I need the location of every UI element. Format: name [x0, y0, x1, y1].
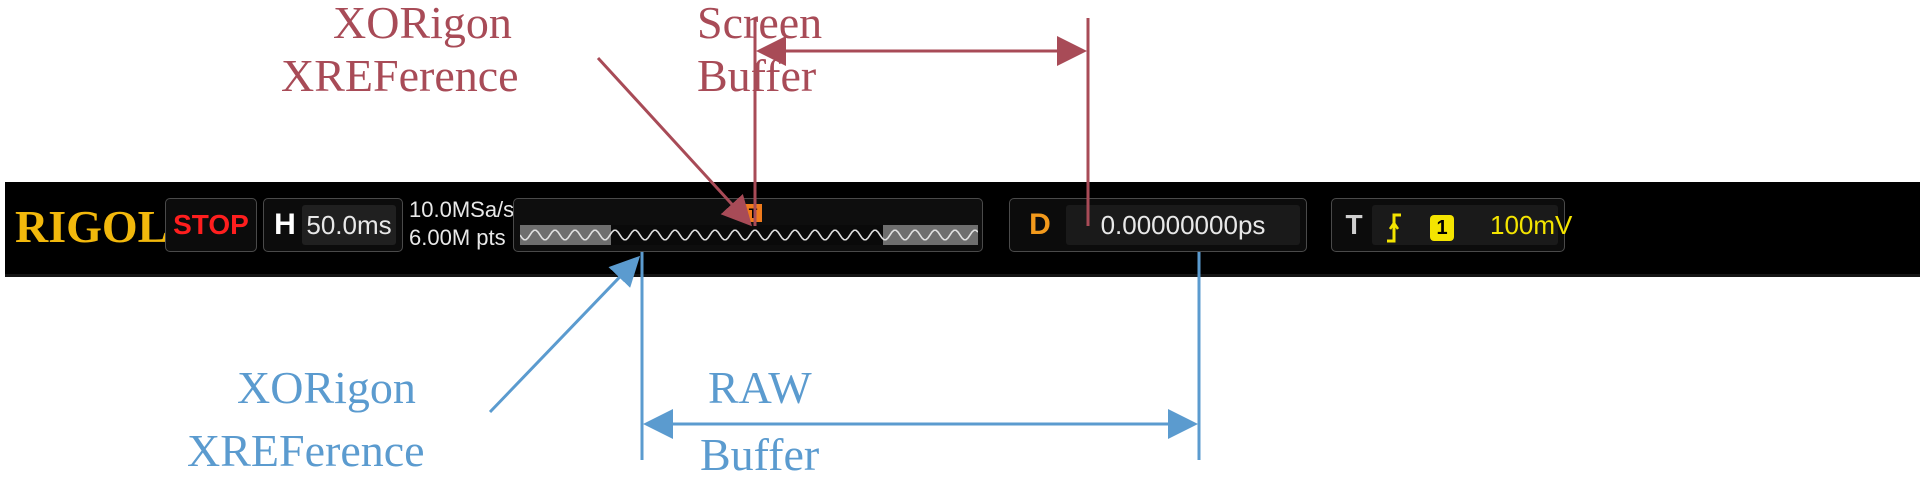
run-stop-button[interactable]: STOP	[165, 198, 257, 252]
annotation-arrows	[488, 18, 1201, 460]
trigger-label: T	[1345, 209, 1363, 240]
memory-depth: 6.00M pts	[409, 225, 506, 250]
xreference-label-top: XREFerence	[281, 50, 519, 101]
rigol-logo: RIGOL	[15, 201, 169, 252]
xorigon-pointer-bottom	[488, 255, 641, 414]
delay-panel[interactable]: D 0.00000000ps	[1009, 198, 1307, 252]
xreference-label-bottom: XREFerence	[187, 425, 425, 476]
horizontal-label: H	[274, 208, 296, 241]
sample-rate: 10.0MSa/s	[409, 197, 515, 222]
run-state-text: STOP	[173, 209, 249, 240]
trigger-panel[interactable]: T 1 100mV	[1331, 198, 1572, 252]
xorigon-pointer-top	[596, 56, 753, 227]
acquisition-info: 10.0MSa/s 6.00M pts	[409, 196, 514, 252]
raw-label: RAW	[708, 362, 812, 413]
buffer-waveform	[520, 225, 978, 245]
horizontal-timebase-panel[interactable]: H 50.0ms	[263, 198, 403, 252]
rising-edge-icon	[1387, 213, 1401, 243]
xorigon-label-bottom: XORigon	[237, 362, 416, 413]
trigger-source-badge: 1	[1430, 215, 1454, 241]
timebase-value: 50.0ms	[302, 205, 396, 245]
trigger-settings: 1 100mV	[1372, 205, 1572, 245]
delay-label: D	[1029, 208, 1051, 241]
oscilloscope-status-bar: RIGOL STOP H 50.0ms 10.0MSa/s 6.00M pts …	[5, 182, 1920, 277]
xorigon-label-top: XORigon	[333, 0, 512, 48]
trigger-level: 100mV	[1490, 209, 1573, 240]
delay-value: 0.00000000ps	[1066, 205, 1300, 245]
